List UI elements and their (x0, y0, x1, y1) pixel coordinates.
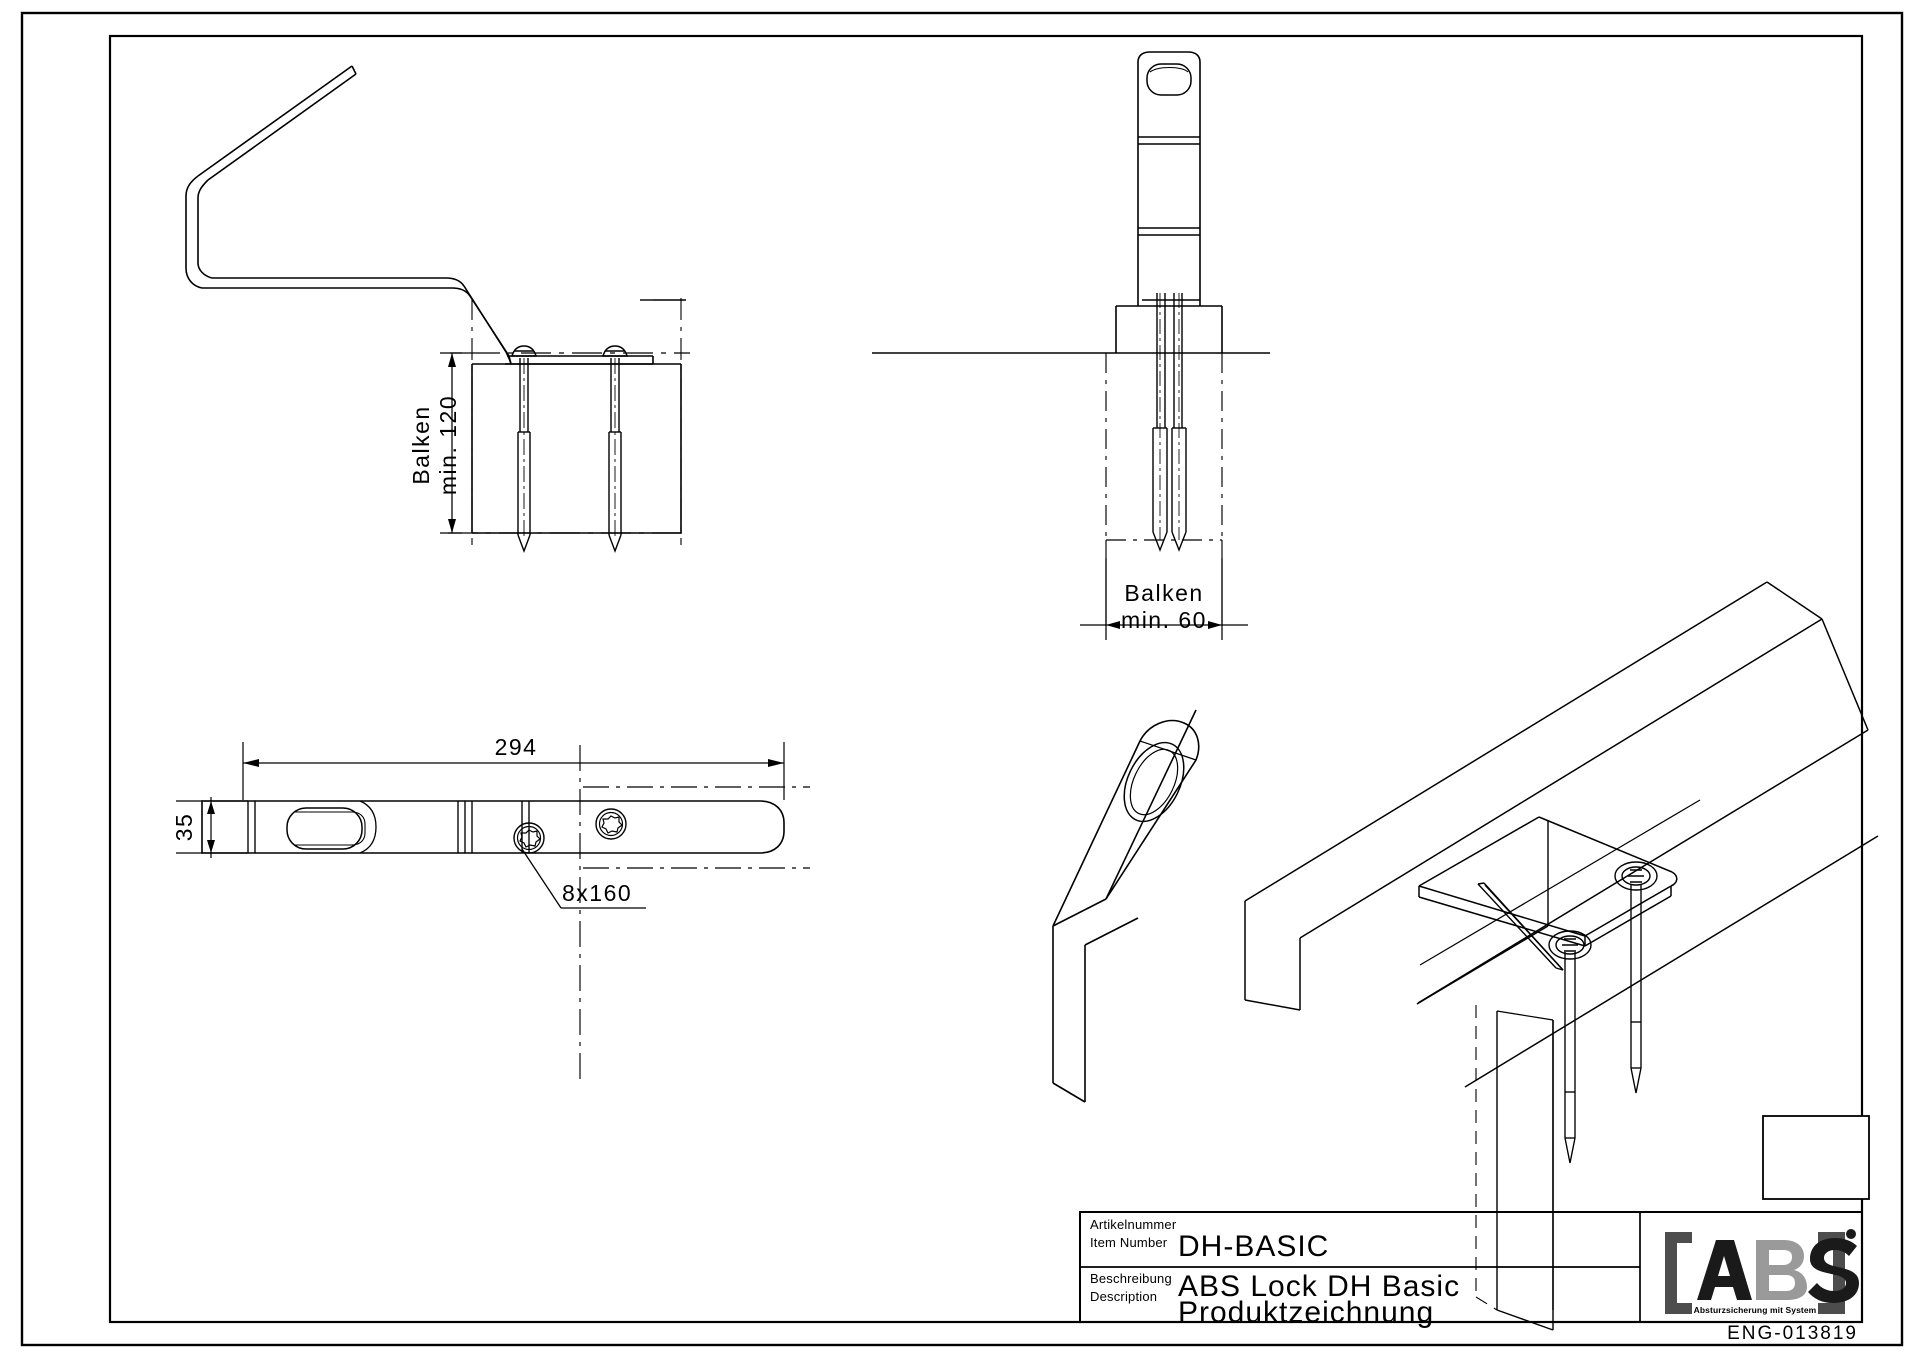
dimension-35: 35 (171, 797, 248, 858)
description-label-en: Description (1090, 1289, 1157, 1304)
bracket-arm-profile (185, 65, 512, 365)
plan-top-view: 294 35 8x160 (171, 734, 810, 1084)
base-plate-block (1115, 305, 1223, 354)
plan-extension-lines (242, 742, 785, 800)
plan-centre-lines (579, 745, 810, 1084)
dimension-balken-60: Balken min. 60 (1080, 558, 1248, 640)
plan-screw-left (513, 822, 545, 854)
iso-beam-hidden-lines (1475, 1005, 1498, 1311)
dim-label-balken-60-line1: Balken (1124, 580, 1203, 606)
dim-arrow-right (768, 759, 784, 767)
torx-star-icon (519, 829, 541, 848)
title-row-item-number: Artikelnummer Item Number DH-BASIC (1090, 1217, 1329, 1263)
iso-beam-end-block (1496, 1010, 1554, 1331)
projection-symbol-box (1762, 1115, 1870, 1200)
logo-bracket-left (1665, 1232, 1692, 1314)
iso-beam-top-face (1416, 820, 1549, 1005)
logo-letter-a (1697, 1240, 1752, 1300)
side-section-view: Balken min. 120 (185, 65, 690, 553)
iso-bracket-eye (1123, 741, 1185, 823)
dim-arrow-top (207, 801, 215, 814)
dimension-294: 294 (243, 734, 784, 767)
screw-shank-right (608, 358, 622, 553)
dim-label-294: 294 (495, 734, 538, 760)
isometric-assembly-view (1052, 581, 1879, 1331)
sheet-border-outer (20, 11, 1904, 1347)
front-section-view: Balken min. 60 (872, 51, 1270, 640)
plate-outline (201, 800, 785, 854)
dim-arrow-left (243, 759, 259, 767)
logo-tagline: Absturzsicherung mit System (1694, 1305, 1817, 1315)
iso-screw-front (1548, 930, 1592, 1164)
description-value-line2: Produktzeichnung (1178, 1296, 1434, 1329)
dim-arrow-bottom (207, 840, 215, 853)
callout-leader-line (521, 848, 562, 909)
dim-label-35: 35 (171, 813, 197, 842)
iso-screw-back (1614, 861, 1658, 1094)
logo-letter-b (1756, 1240, 1807, 1300)
sheet-border-inner (108, 34, 1864, 1324)
dim-label-balken-120-line2: min. 120 (435, 395, 461, 495)
description-value-line1: ABS Lock DH Basic (1178, 1270, 1460, 1303)
title-block: Artikelnummer Item Number DH-BASIC Besch… (1079, 1211, 1863, 1329)
plan-screw-right (595, 808, 627, 840)
iso-bracket-fold (1477, 882, 1564, 971)
bracket-eye-hole (1146, 63, 1192, 96)
beam-hidden-lines (471, 298, 682, 545)
iso-screw-back-shank (1630, 884, 1642, 1094)
callout-8x160: 8x160 (521, 848, 646, 909)
logo-letter-s (1808, 1238, 1859, 1303)
front-screw-left (1152, 293, 1168, 552)
dim-arrow-left (1106, 621, 1120, 629)
registered-mark-icon (1846, 1229, 1856, 1239)
logo-cell: Absturzsicherung mit System (1665, 1229, 1859, 1315)
dim-arrow-bottom (448, 519, 456, 533)
dimension-balken-120: Balken min. 120 (408, 352, 462, 534)
item-number-value: DH-BASIC (1178, 1230, 1329, 1263)
dim-arrow-right (1208, 621, 1222, 629)
dim-label-balken-60-line2: min. 60 (1121, 607, 1207, 633)
torx-star-icon (601, 815, 623, 834)
screw-shank-left (517, 358, 531, 553)
plate-oval-slot (286, 800, 377, 854)
iso-beam (1244, 581, 1879, 1088)
iso-screw-front-shank (1564, 952, 1576, 1164)
dim-label-balken-120-line1: Balken (408, 405, 434, 484)
front-screw-right (1171, 293, 1187, 552)
title-row-description: Beschreibung Description ABS Lock DH Bas… (1090, 1270, 1460, 1329)
bracket-blade-outline (1137, 51, 1201, 306)
dim-arrow-top (448, 353, 456, 367)
drawing-number: ENG-013819 (1727, 1323, 1858, 1344)
iso-bracket-blade (1052, 709, 1200, 1103)
callout-label-8x160: 8x160 (562, 880, 632, 906)
description-label-de: Beschreibung (1090, 1271, 1172, 1286)
iso-mounting-plate (1418, 816, 1678, 947)
item-number-label-en: Item Number (1090, 1235, 1168, 1250)
item-number-label-de: Artikelnummer (1090, 1217, 1177, 1232)
